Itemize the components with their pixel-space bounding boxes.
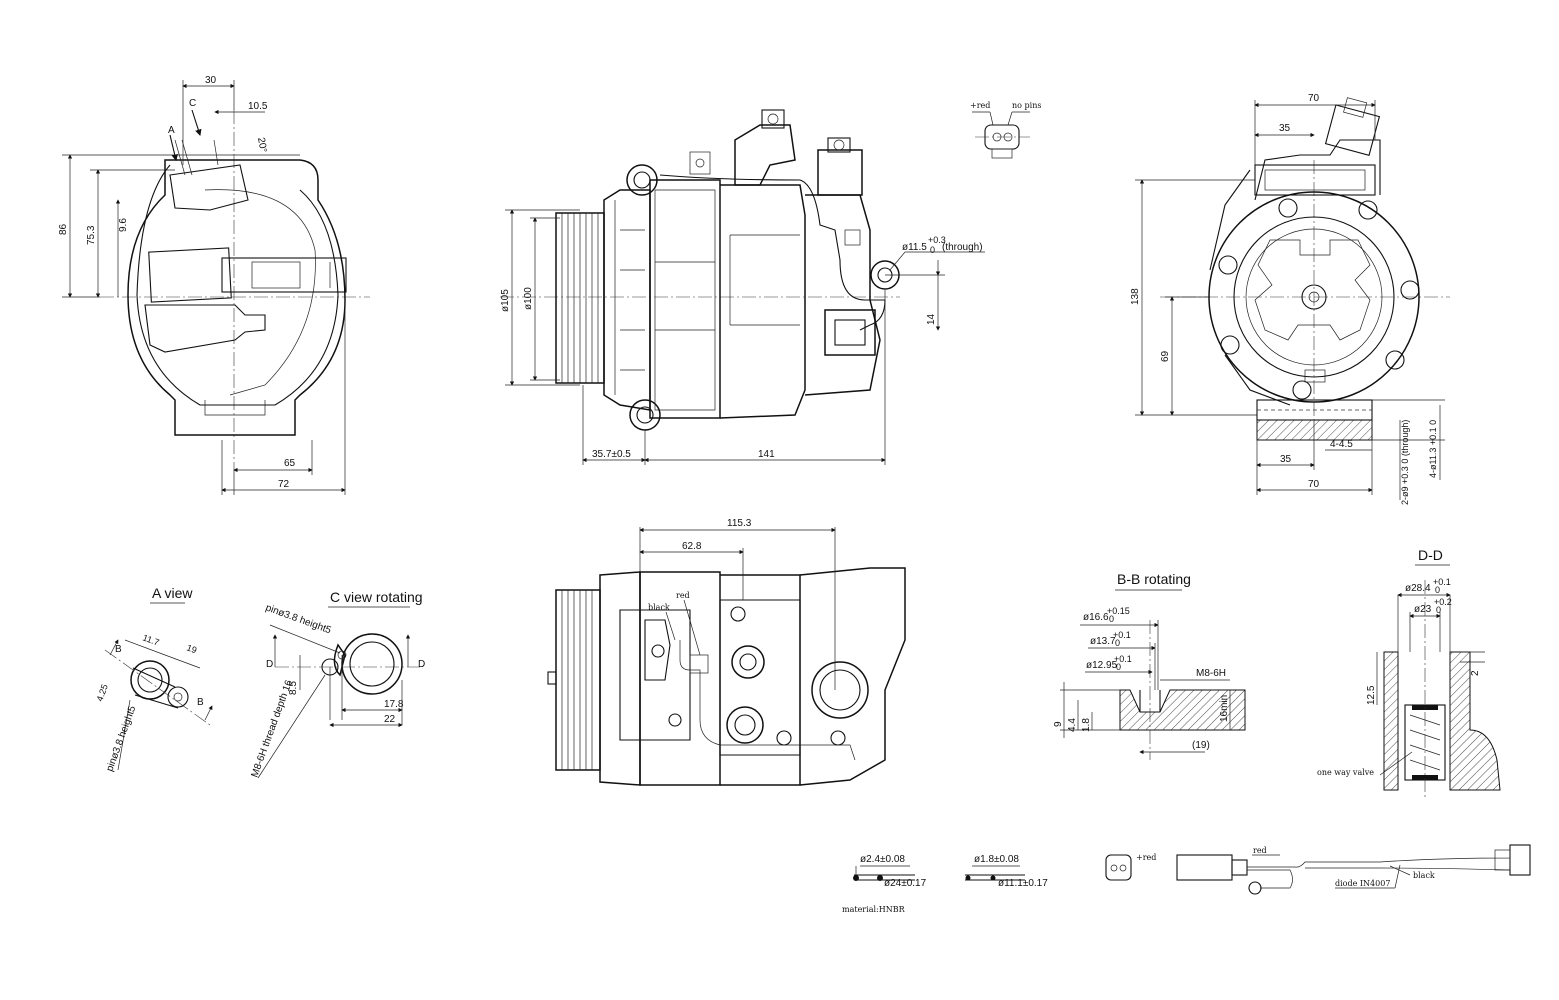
dim-d100: ø100 [523, 287, 534, 310]
a-view-dim-4-25: 4.25 [94, 683, 109, 703]
hole1-label: 2-ø9 +0.3 0 (through) [1400, 420, 1410, 505]
dd-d1-tol-lower: 0 [1435, 585, 1440, 595]
dd-d2: ø23 [1414, 604, 1432, 615]
dim-14: 14 [926, 313, 937, 325]
a-view: A view B B 11.7 19 4.25 pinø3.8 height5 [94, 585, 213, 773]
o-rings: ø2.4±0.08 ø24±0.17 material:HNBR ø1.8±0.… [842, 854, 1048, 914]
wire-black-label: black [648, 603, 670, 612]
through-hole-tol-upper: +0.3 [928, 235, 946, 245]
bb-d1-tol-lower: 0 [1109, 614, 1114, 624]
dim-35-top: 35 [1279, 123, 1291, 134]
bb-section: B-B rotating ø16.6 +0.15 0 ø13.7 +0.1 0 … [1053, 571, 1246, 760]
a-view-pin: pinø3.8 height5 [104, 704, 138, 773]
dim-35-7: 35.7±0.5 [592, 449, 631, 460]
bb-d2-tol-lower: 0 [1115, 638, 1120, 648]
oring2-section: ø1.8±0.08 [974, 854, 1019, 865]
connector-detail: +red no pins [970, 101, 1041, 159]
dim-70-bottom: 70 [1308, 479, 1320, 490]
c-view-dim-22: 22 [384, 714, 396, 725]
hole2-label: 4-ø11.3 +0.1 0 [1428, 420, 1438, 478]
dim-62-8: 62.8 [682, 541, 702, 552]
c-view-d-left: D [266, 659, 273, 670]
dim-d105: ø105 [500, 289, 511, 312]
dim-141: 141 [758, 449, 775, 460]
dd-d2-tol-upper: +0.2 [1434, 597, 1452, 607]
dim-4-4-5: 4-4.5 [1330, 439, 1353, 450]
harness-diode: diode IN4007 [1335, 879, 1390, 888]
dim-115-3: 115.3 [727, 518, 752, 529]
dim-20-deg: 20° [255, 137, 268, 154]
c-view-thread: M8-6H thread depth 16 [249, 678, 295, 779]
dim-30: 30 [205, 75, 217, 86]
dd-section: D-D ø28.4 +0.1 0 ø23 +0.2 0 12.5 2 one w… [1317, 547, 1501, 800]
bb-d2-tol-upper: +0.1 [1113, 630, 1131, 640]
a-view-title: A view [152, 585, 193, 601]
bb-d3-tol-upper: +0.1 [1114, 654, 1132, 664]
bb-section-title: B-B rotating [1117, 571, 1191, 587]
dim-86: 86 [58, 223, 69, 235]
side-main-view: ø105 ø100 35.7±0.5 141 14 ø11.5 +0.3 0 (… [500, 109, 985, 465]
dim-35-bottom: 35 [1280, 454, 1292, 465]
through-hole-label: ø11.5 [902, 242, 927, 253]
oring-material: material:HNBR [842, 905, 906, 914]
c-view: C view rotating D D pinø3.8 height5 17.8… [249, 589, 425, 779]
a-view-b-top: B [115, 644, 122, 655]
bb-d1-tol-upper: +0.15 [1107, 606, 1130, 616]
dim-10-5: 10.5 [248, 101, 268, 112]
a-view-dim-19: 19 [185, 642, 198, 655]
view-letter-c: C [189, 98, 196, 109]
connector-red-label: +red [970, 101, 990, 110]
right-view: 70 35 138 69 35 70 4-4.5 2-ø9 +0.3 0 (th… [1130, 93, 1450, 505]
wire-red-label: red [676, 591, 690, 600]
oring1-diam: ø24±0.17 [884, 878, 927, 889]
front-left-view: 30 10.5 20° 86 75.3 9.6 65 72 A C [58, 75, 370, 495]
a-view-b-bottom: B [197, 697, 204, 708]
bb-dim-9: 9 [1053, 721, 1064, 727]
c-view-d-right: D [418, 659, 425, 670]
bottom-view: 115.3 62.8 black red [547, 518, 906, 786]
dd-valve-label: one way valve [1317, 768, 1374, 777]
bb-d1: ø16.6 [1083, 612, 1109, 623]
bb-dim-1-8: 1.8 [1081, 718, 1092, 732]
wire-harness: +red red diode IN4007 black [1105, 844, 1531, 895]
c-view-title: C view rotating [330, 589, 423, 605]
a-view-dim-11-7: 11.7 [141, 632, 160, 647]
bb-depth: 16min [1219, 695, 1230, 722]
dim-69: 69 [1160, 350, 1171, 362]
bb-dim-19: (19) [1192, 740, 1210, 751]
dim-72: 72 [278, 479, 290, 490]
through-hole-suffix: (through) [942, 242, 983, 253]
oring1-section: ø2.4±0.08 [860, 854, 905, 865]
harness-red-plug: +red [1136, 853, 1156, 862]
dd-dim-2: 2 [1470, 670, 1481, 676]
through-hole-tol-lower: 0 [930, 245, 935, 255]
dd-section-title: D-D [1418, 547, 1443, 563]
dd-d2-tol-lower: 0 [1436, 605, 1441, 615]
bb-thread: M8-6H [1196, 668, 1226, 679]
dd-d1: ø28.4 [1405, 583, 1431, 594]
c-view-dim-8-5: 8.5 [288, 681, 299, 695]
dim-138: 138 [1130, 288, 1141, 305]
dim-75-3: 75.3 [86, 225, 97, 245]
dd-dim-12-5: 12.5 [1366, 685, 1377, 705]
bb-dim-4-4: 4.4 [1067, 718, 1078, 732]
dim-70-top: 70 [1308, 93, 1320, 104]
bb-d3: ø12.95 [1086, 660, 1118, 671]
harness-black: black [1413, 871, 1435, 880]
connector-no-pins-label: no pins [1012, 101, 1041, 110]
c-view-dim-17-8: 17.8 [384, 699, 404, 710]
dd-d1-tol-upper: +0.1 [1433, 577, 1451, 587]
view-letter-a: A [168, 125, 175, 136]
c-view-pin: pinø3.8 height5 [264, 602, 333, 636]
bb-d2: ø13.7 [1090, 636, 1116, 647]
bb-d3-tol-lower: 0 [1116, 662, 1121, 672]
oring2-diam: ø11.1±0.17 [998, 878, 1048, 889]
dim-65: 65 [284, 458, 296, 469]
harness-red: red [1253, 846, 1267, 855]
dim-9-6: 9.6 [118, 218, 129, 232]
